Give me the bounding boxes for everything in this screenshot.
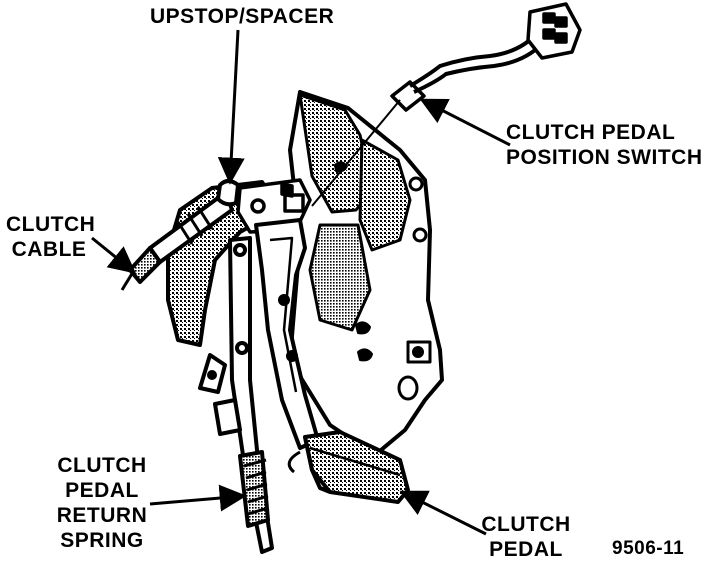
label-line: CABLE [11, 238, 87, 261]
label-clutch-pedal-position-switch: CLUTCH PEDAL POSITION SWITCH [506, 120, 703, 170]
label-clutch-cable: CLUTCH CABLE [6, 212, 96, 262]
label-line: SPRING [60, 529, 144, 552]
label-line: PEDAL [489, 538, 563, 561]
return-spring [213, 236, 274, 554]
clutch-pedal-position-switch [311, 2, 582, 207]
label-upstop-spacer: UPSTOP/SPACER [150, 5, 335, 28]
label-line: CLUTCH [481, 513, 571, 536]
leader-arrows [91, 29, 511, 536]
label-line: PEDAL [65, 479, 139, 502]
label-line: RETURN [56, 504, 148, 527]
label-line: POSITION SWITCH [506, 146, 703, 169]
label-clutch-pedal: CLUTCH PEDAL [478, 512, 574, 562]
arrow-clutch-pedal [399, 490, 487, 536]
arrow-upstop-spacer [217, 29, 245, 185]
label-line: CLUTCH [57, 454, 147, 477]
arrow-clutch-pedal-return-spring [149, 484, 247, 512]
label-clutch-pedal-return-spring: CLUTCH PEDAL RETURN SPRING [50, 453, 154, 553]
label-line: CLUTCH [6, 213, 96, 236]
label-line: CLUTCH PEDAL [506, 121, 676, 144]
figure-number: 9506-11 [612, 538, 685, 559]
arrow-clutch-pedal-position-switch [419, 98, 511, 147]
arrow-clutch-cable [91, 236, 137, 274]
pedal-arm [254, 218, 320, 474]
mounting-bracket [288, 90, 444, 457]
